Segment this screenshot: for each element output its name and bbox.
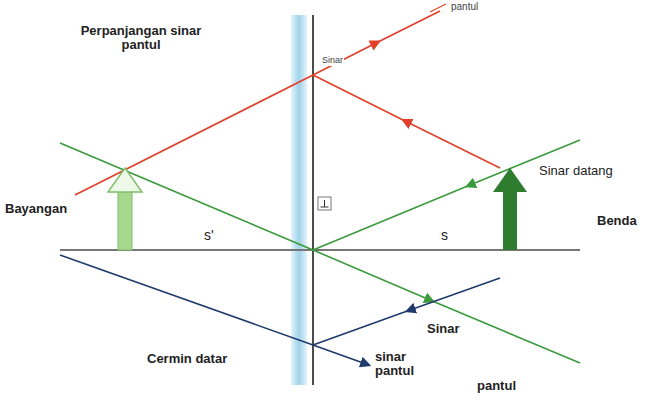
- mirror-glass: [291, 15, 307, 385]
- principal-axis: [60, 249, 580, 251]
- ray-label: pantul: [476, 379, 517, 393]
- object-arrow: [493, 168, 527, 192]
- reflected-ray: [313, 250, 580, 363]
- normal-symbol: [318, 197, 331, 210]
- ray-label: Sinar: [426, 322, 461, 336]
- ray-label: Sinar: [321, 56, 344, 66]
- normal-symbol: [321, 207, 329, 208]
- image-label: Bayangan: [4, 202, 68, 216]
- image-arrow: [118, 190, 132, 250]
- ray-label: sinar pantul: [374, 350, 426, 379]
- ray-label: pantul: [450, 1, 479, 12]
- ray-extension: [75, 75, 313, 195]
- distance-label: s: [440, 228, 449, 243]
- incident-ray: [313, 278, 500, 345]
- extension-label: Perpanjangan sinar pantul: [70, 24, 212, 53]
- reflected-ray: [313, 345, 366, 364]
- normal-symbol: [324, 200, 325, 207]
- ray-label: Sinar datang: [538, 164, 614, 178]
- mirror-line: [312, 15, 314, 385]
- incident-ray: [313, 140, 580, 250]
- ray-extension: [60, 255, 313, 345]
- ray-extension: [60, 143, 313, 250]
- mirror-label: Cermin datar: [146, 352, 228, 366]
- ray-tick: [430, 4, 446, 12]
- distance-label: s': [203, 228, 215, 243]
- incident-ray: [313, 75, 500, 168]
- image-arrow: [108, 168, 142, 192]
- reflected-ray: [313, 11, 440, 75]
- object-arrow: [503, 190, 517, 250]
- object-label: Benda: [596, 214, 638, 228]
